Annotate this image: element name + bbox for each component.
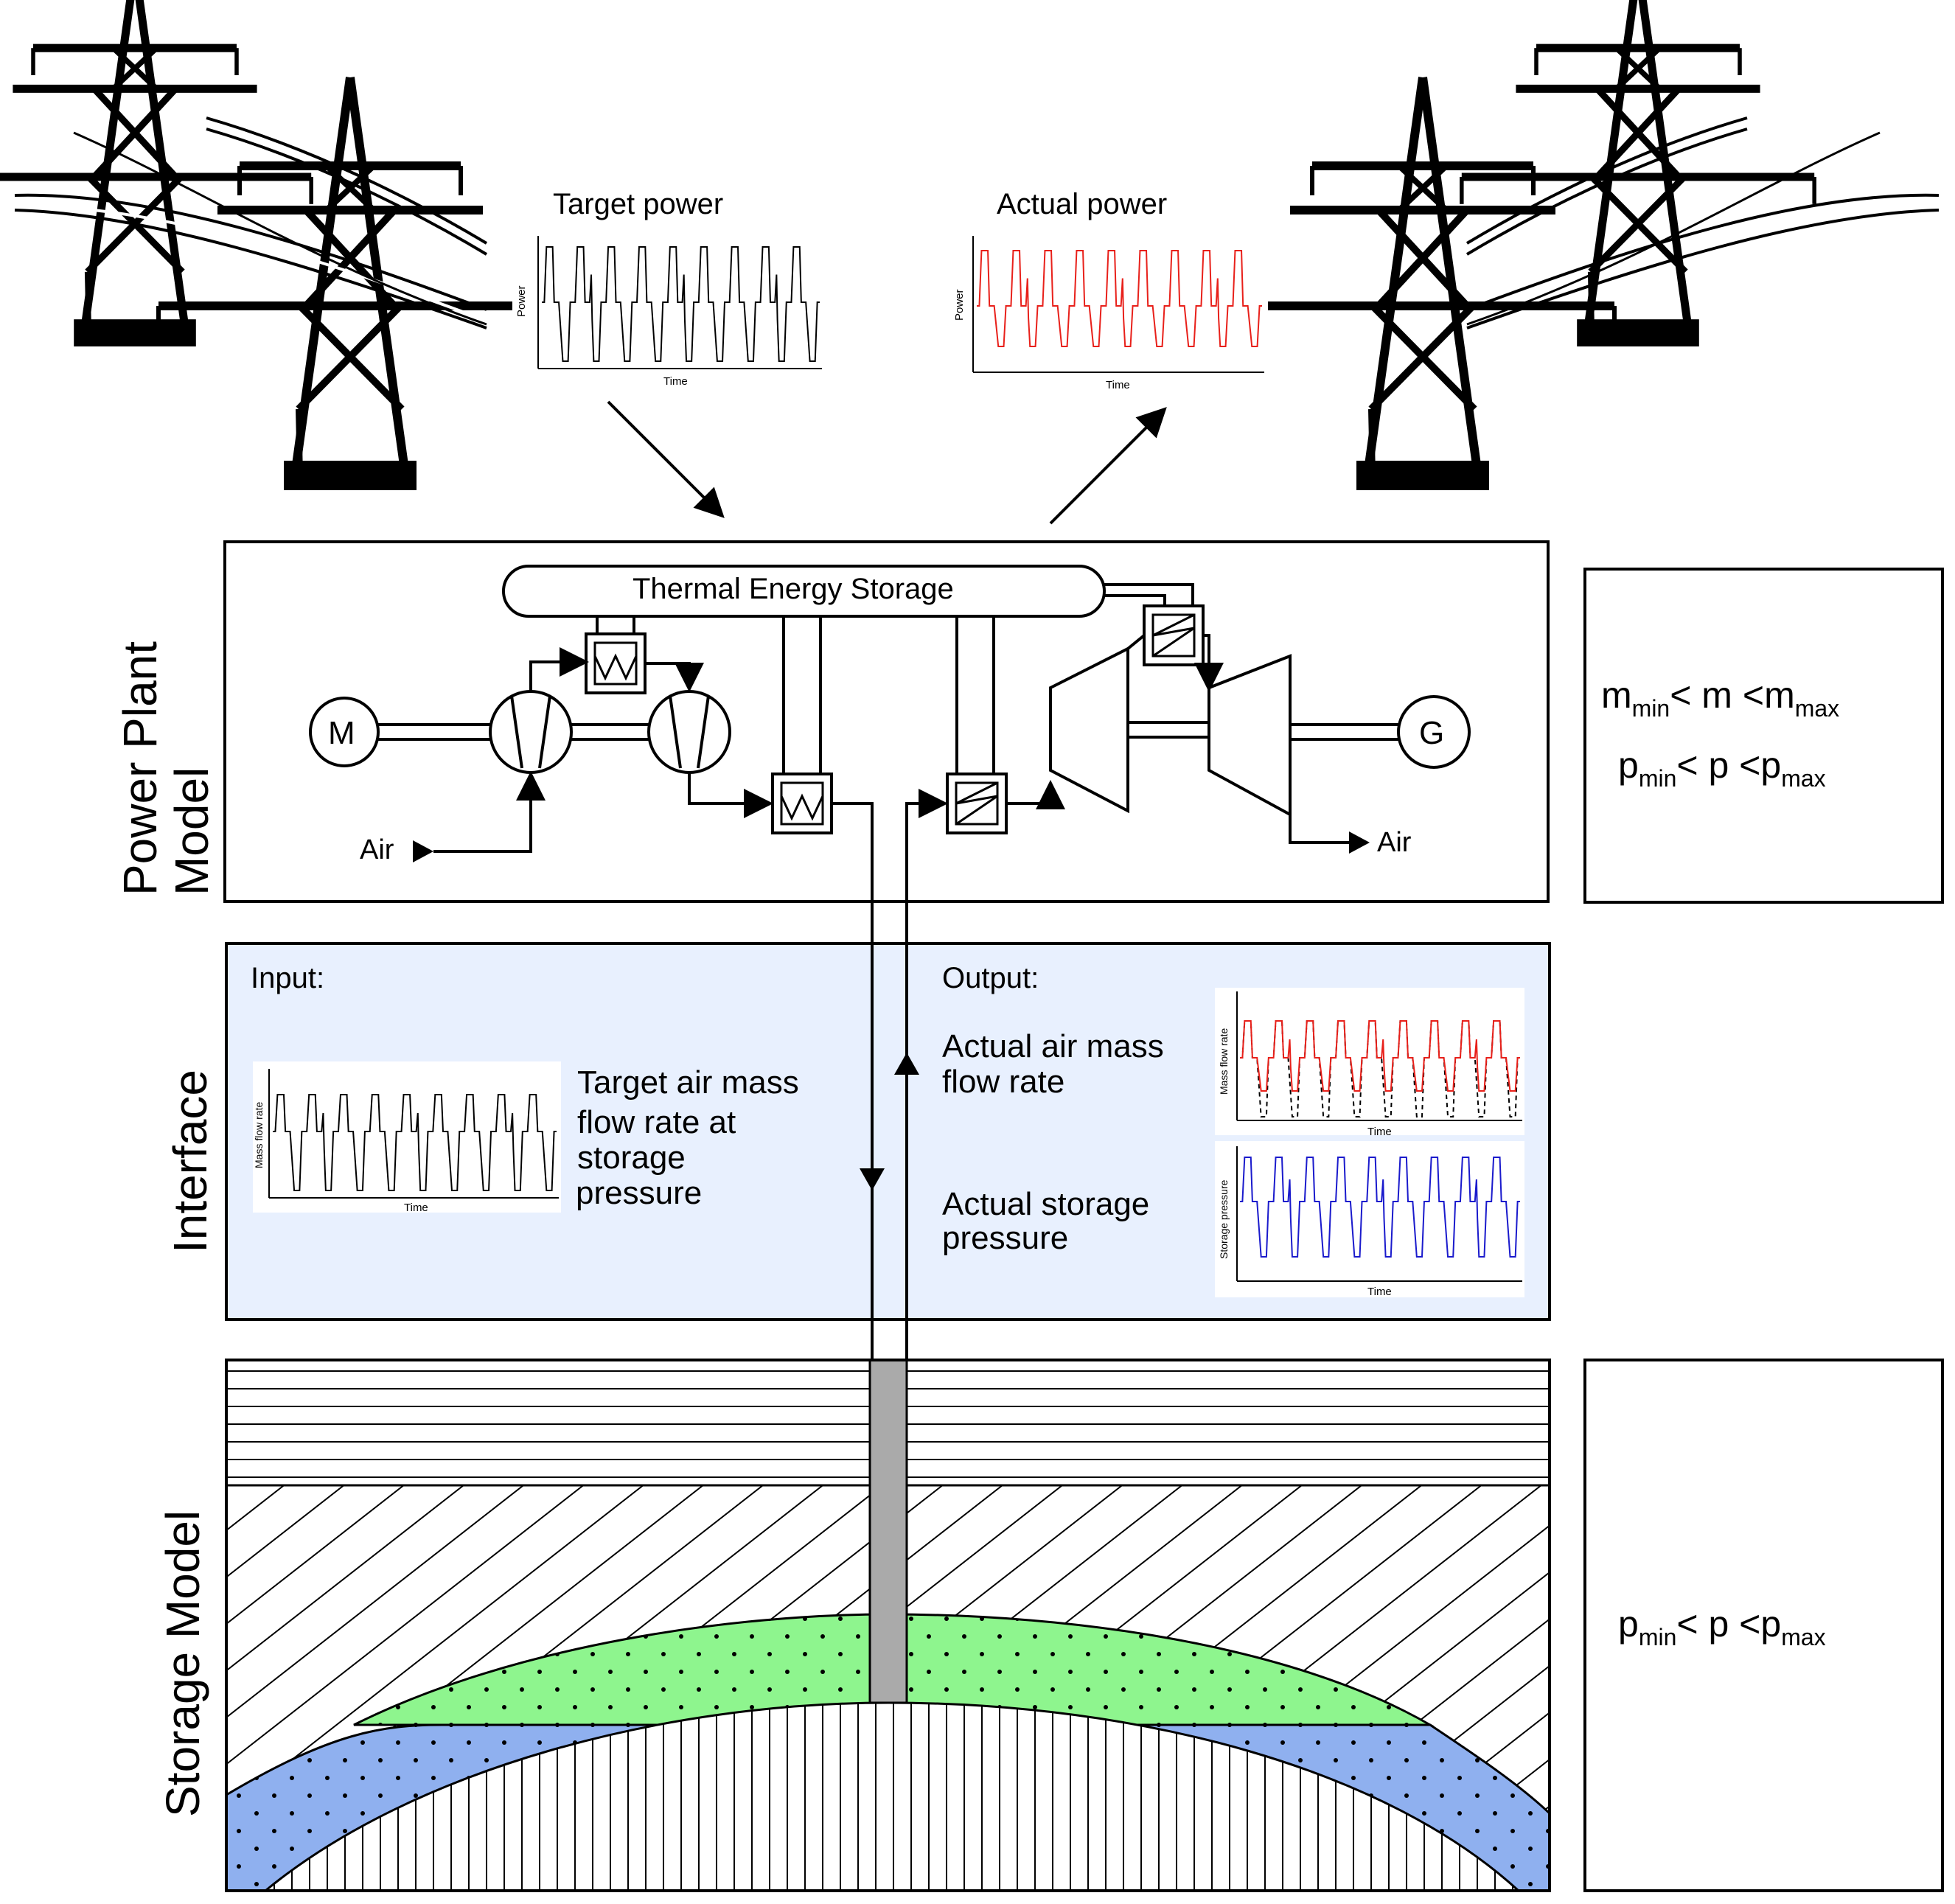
arrow-target-to-plant [607, 400, 725, 518]
generator-icon [1397, 695, 1471, 769]
actual-power-chart: Actual power Time Power [953, 188, 1268, 391]
reheater-icon [1143, 604, 1205, 666]
compressor-1-icon [489, 690, 573, 774]
output-pressure-description: Actual storage pressure [942, 1186, 1159, 1256]
mass-flow-constraint: mmin< m <mmax [1601, 674, 1839, 722]
output-mass-flow-xlabel: Time [1367, 1126, 1392, 1138]
power-plant-title-line2: Model [165, 767, 218, 896]
transmission-pylons-left [0, 0, 542, 490]
output-mass-flow-series [1240, 1020, 1520, 1092]
target-power-ylabel: Power [515, 285, 528, 317]
output-mass-flow-description: Actual air mass flow rate [942, 1028, 1173, 1100]
transmission-pylons-right [1231, 0, 1940, 490]
output-pressure-ylabel: Storage pressure [1218, 1179, 1230, 1259]
coupling-pipes [832, 802, 919, 1360]
input-mass-flow-chart: Time Mass flow rate [253, 1061, 561, 1214]
pressure-constraint-storage: pmin< p <pmax [1618, 1603, 1826, 1650]
arrow-plant-to-actual [1049, 407, 1167, 525]
thermal-energy-storage [502, 565, 1106, 618]
actual-power-xlabel: Time [1106, 379, 1130, 391]
target-power-title: Target power [553, 188, 723, 220]
motor-label: M [328, 715, 355, 751]
storage-constraints: pmin< p <pmax [1583, 1359, 1944, 1892]
actual-power-series [977, 250, 1262, 347]
target-power-xlabel: Time [663, 375, 688, 388]
input-mass-flow-series [273, 1094, 557, 1191]
generator-label: G [1419, 715, 1444, 751]
motor-icon [309, 697, 380, 767]
storage-title: Storage Model [156, 1510, 209, 1817]
interface-panel: Interface Input: Output: Time Mass flow … [164, 942, 1551, 1321]
input-description: Target air mass flow rate at storage pre… [576, 1064, 808, 1211]
intercooler-icon [585, 632, 647, 694]
output-pressure-xlabel: Time [1367, 1286, 1392, 1298]
output-pressure-series [1240, 1157, 1520, 1258]
output-mass-flow-ylabel: Mass flow rate [1218, 1028, 1230, 1095]
hp-turbine-icon [1049, 646, 1129, 814]
air-outlet-label: Air [1377, 827, 1412, 858]
output-pressure-chart: Time Storage pressure [1215, 1141, 1524, 1298]
storage-model: Storage Model [156, 1359, 1551, 1892]
target-power-series [542, 246, 820, 362]
storage-cooler-icon [771, 773, 833, 834]
compressor-2-icon [647, 690, 731, 774]
input-mass-flow-ylabel: Mass flow rate [253, 1102, 265, 1168]
input-mass-flow-xlabel: Time [404, 1202, 428, 1214]
actual-power-ylabel: Power [953, 289, 966, 321]
power-plant-model: Power Plant Model Thermal Energy Storage… [114, 540, 1550, 914]
interface-title: Interface [164, 1070, 217, 1253]
input-heading: Input: [251, 962, 324, 994]
output-heading: Output: [942, 962, 1039, 994]
preheater-icon [946, 773, 1008, 834]
power-plant-constraints: mmin< m <mmax pmin< p <pmax [1583, 568, 1944, 904]
power-plant-title-line1: Power Plant [114, 641, 167, 896]
actual-power-title: Actual power [997, 188, 1167, 220]
output-mass-flow-chart: Time Mass flow rate [1215, 988, 1524, 1138]
tes-label: Thermal Energy Storage [632, 573, 954, 605]
wellbore [868, 1359, 908, 1704]
target-power-chart: Target power Time Power [512, 188, 826, 388]
air-inlet-label: Air [360, 834, 394, 865]
pressure-constraint-plant: pmin< p <pmax [1618, 744, 1826, 792]
